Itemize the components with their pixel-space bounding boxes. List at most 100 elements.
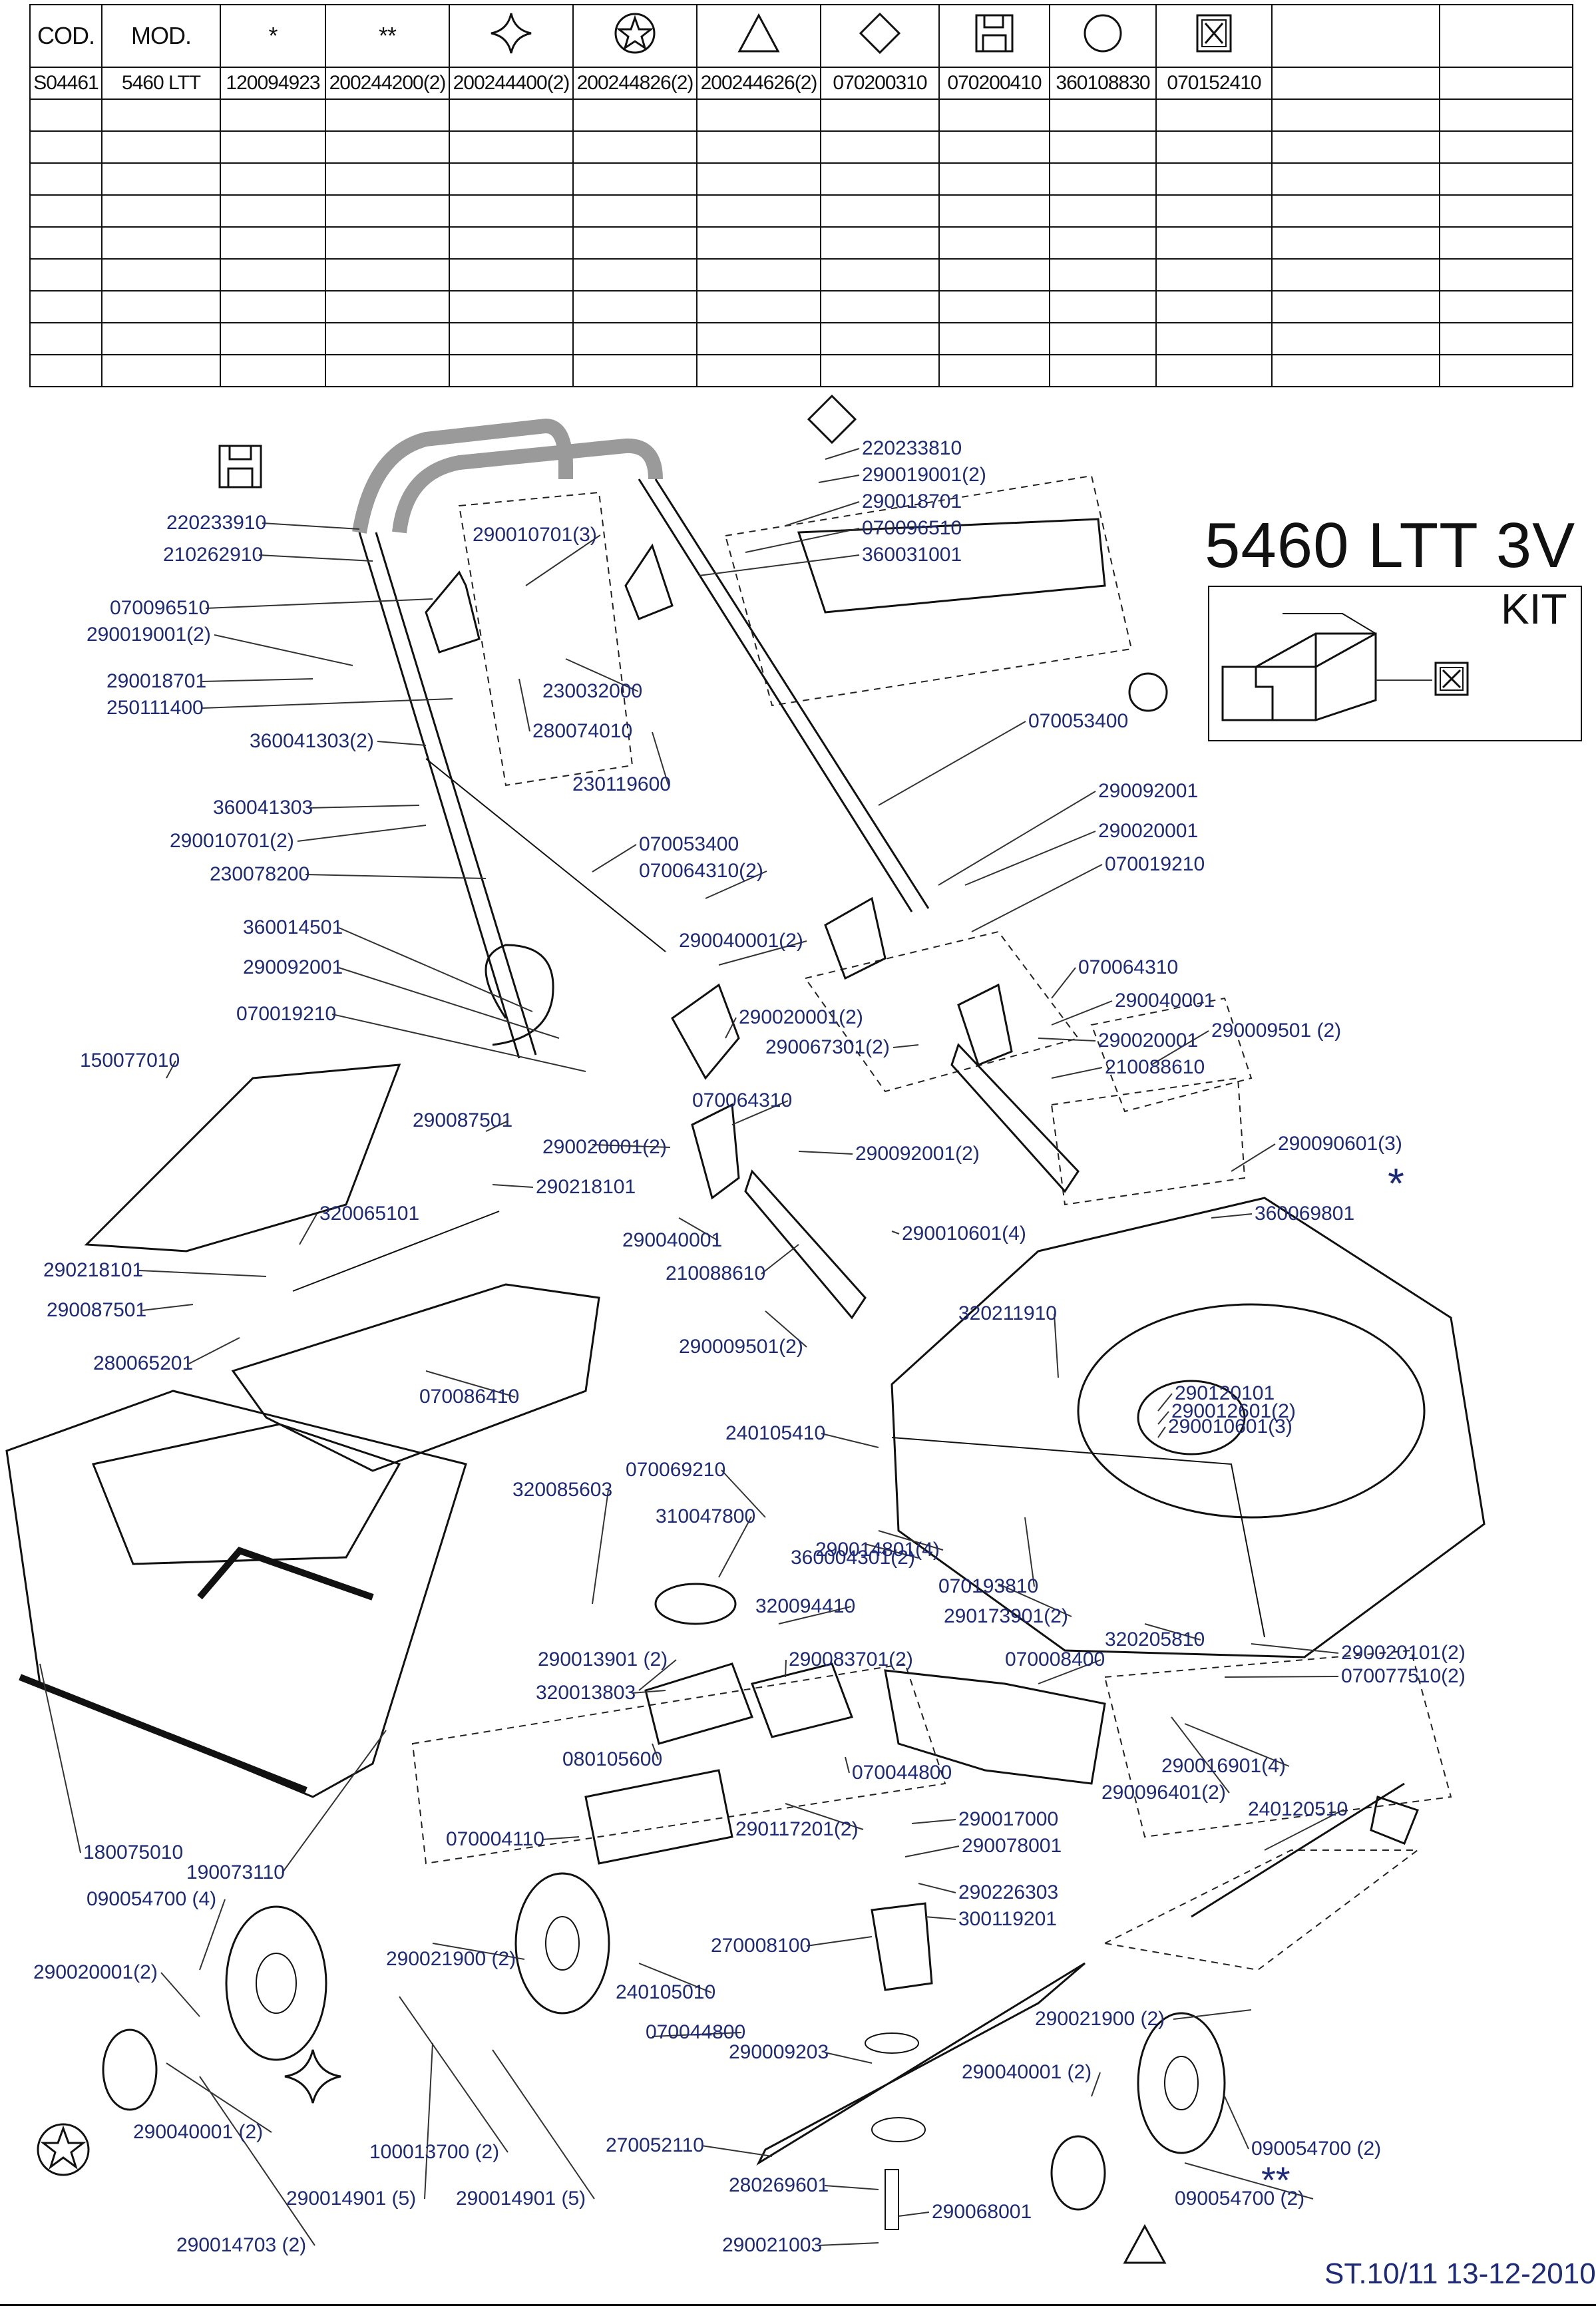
table-cell: S04461 bbox=[29, 67, 102, 100]
part-label: 070096510 bbox=[110, 597, 210, 619]
leader-line bbox=[878, 1530, 944, 1551]
deck-bowl bbox=[1077, 1303, 1426, 1519]
front-axle-rod bbox=[1191, 1782, 1419, 1918]
right-handle-bar bbox=[638, 479, 913, 912]
leader-line bbox=[1157, 1393, 1173, 1412]
table-cell bbox=[1439, 322, 1573, 355]
table-cell bbox=[1155, 130, 1273, 164]
leader-line bbox=[214, 634, 353, 666]
diagram-star-in-circle-icon bbox=[37, 2123, 90, 2176]
leader-line bbox=[592, 844, 637, 872]
table-cell bbox=[325, 130, 450, 164]
part-label: 290014703 (2) bbox=[176, 2234, 306, 2256]
table-cell bbox=[1271, 130, 1440, 164]
assembly-envelopes bbox=[411, 475, 1452, 1971]
part-label: 290018701 bbox=[862, 490, 962, 512]
part-label: 270008100 bbox=[711, 1935, 811, 1957]
table-cell: 5460 LTT bbox=[101, 67, 221, 100]
part-label: 290014901 (5) bbox=[286, 2188, 416, 2210]
table-row bbox=[29, 354, 1573, 387]
table-cell: 200244626(2) bbox=[696, 67, 821, 100]
table-cell bbox=[696, 258, 821, 291]
table-cell bbox=[325, 354, 450, 387]
triangle-icon bbox=[696, 4, 821, 68]
kit-x-box-icon bbox=[1433, 660, 1470, 701]
leader-line bbox=[565, 658, 639, 692]
leader-line bbox=[199, 1899, 226, 1971]
table-cell bbox=[449, 258, 574, 291]
table-row bbox=[29, 194, 1573, 228]
table-cell bbox=[572, 226, 698, 260]
left-handle-bar bbox=[358, 532, 520, 1059]
part-label: 290019001(2) bbox=[87, 624, 211, 646]
leader-line bbox=[297, 825, 427, 842]
leader-line bbox=[338, 927, 533, 1012]
leader-line bbox=[824, 2185, 879, 2190]
diagram-diamond-icon bbox=[807, 394, 857, 445]
part-label: 290014801(4) bbox=[815, 1539, 940, 1561]
leader-line bbox=[998, 1583, 1072, 1617]
part-label: 320211910 bbox=[958, 1302, 1057, 1324]
handle-panel bbox=[797, 518, 1106, 614]
leader-line bbox=[701, 2145, 773, 2157]
table-cell bbox=[1155, 290, 1273, 323]
table-cell bbox=[820, 258, 940, 291]
table-cell bbox=[29, 98, 102, 132]
table-cell bbox=[1049, 194, 1157, 228]
part-label: 290010601(4) bbox=[902, 1223, 1026, 1245]
part-label: 290087501 bbox=[413, 1109, 512, 1131]
table-cell bbox=[1155, 162, 1273, 196]
part-label: 070044800 bbox=[852, 1762, 952, 1784]
table-cell bbox=[1439, 98, 1573, 132]
leader-line bbox=[765, 1310, 807, 1348]
part-label: 180075010 bbox=[83, 1841, 183, 1863]
x-box-icon bbox=[1155, 4, 1273, 68]
table-cell bbox=[325, 162, 450, 196]
leader-line bbox=[305, 874, 487, 879]
leader-line bbox=[698, 554, 860, 576]
part-label: 290092001 bbox=[1098, 780, 1198, 802]
leader-line bbox=[166, 1060, 176, 1079]
knob-right bbox=[824, 896, 887, 980]
blade-adapter bbox=[871, 1902, 933, 1991]
part-label: 290019001(2) bbox=[862, 464, 986, 486]
header-cod: COD. bbox=[29, 4, 102, 68]
part-label: 070004110 bbox=[446, 1828, 544, 1850]
part-label: 290083701(2) bbox=[789, 1648, 913, 1670]
leader-line bbox=[1224, 2096, 1249, 2150]
table-cell: 360108830 bbox=[1049, 67, 1157, 100]
leader-line bbox=[638, 1659, 677, 1691]
table-cell bbox=[1049, 354, 1157, 387]
leader-line bbox=[541, 1836, 580, 1840]
part-label: 360069801 bbox=[1255, 1203, 1354, 1225]
part-label: 240105010 bbox=[616, 1981, 715, 2003]
part-label: 210088610 bbox=[1105, 1056, 1205, 1078]
part-label: 290120101 bbox=[1175, 1382, 1275, 1404]
knob-lower bbox=[957, 983, 1013, 1066]
part-label: 290021900 (2) bbox=[1035, 2008, 1165, 2030]
table-cell bbox=[220, 130, 326, 164]
part-label: 290021003 bbox=[722, 2234, 822, 2256]
diamond-icon bbox=[820, 4, 940, 68]
catcher-frame bbox=[91, 1423, 401, 1565]
part-label: 070053400 bbox=[1028, 710, 1128, 732]
leader-line bbox=[1054, 1313, 1059, 1378]
part-label: 290010701(3) bbox=[473, 524, 597, 546]
leader-line bbox=[1151, 1030, 1209, 1065]
blade-bolt bbox=[885, 2169, 899, 2230]
table-cell bbox=[1439, 194, 1573, 228]
part-label: 070019210 bbox=[236, 1003, 336, 1025]
table-cell bbox=[938, 130, 1050, 164]
leader-line bbox=[652, 1743, 659, 1760]
table-cell bbox=[572, 162, 698, 196]
table-cell bbox=[101, 226, 221, 260]
footer-divider bbox=[0, 2304, 1596, 2306]
part-label: 290016901(4) bbox=[1161, 1755, 1286, 1777]
table-cell bbox=[1439, 162, 1573, 196]
leader-line bbox=[652, 731, 669, 785]
part-label: 190073110 bbox=[186, 1861, 285, 1883]
gearbox bbox=[644, 1662, 753, 1745]
table-cell bbox=[938, 162, 1050, 196]
table-cell bbox=[1049, 322, 1157, 355]
